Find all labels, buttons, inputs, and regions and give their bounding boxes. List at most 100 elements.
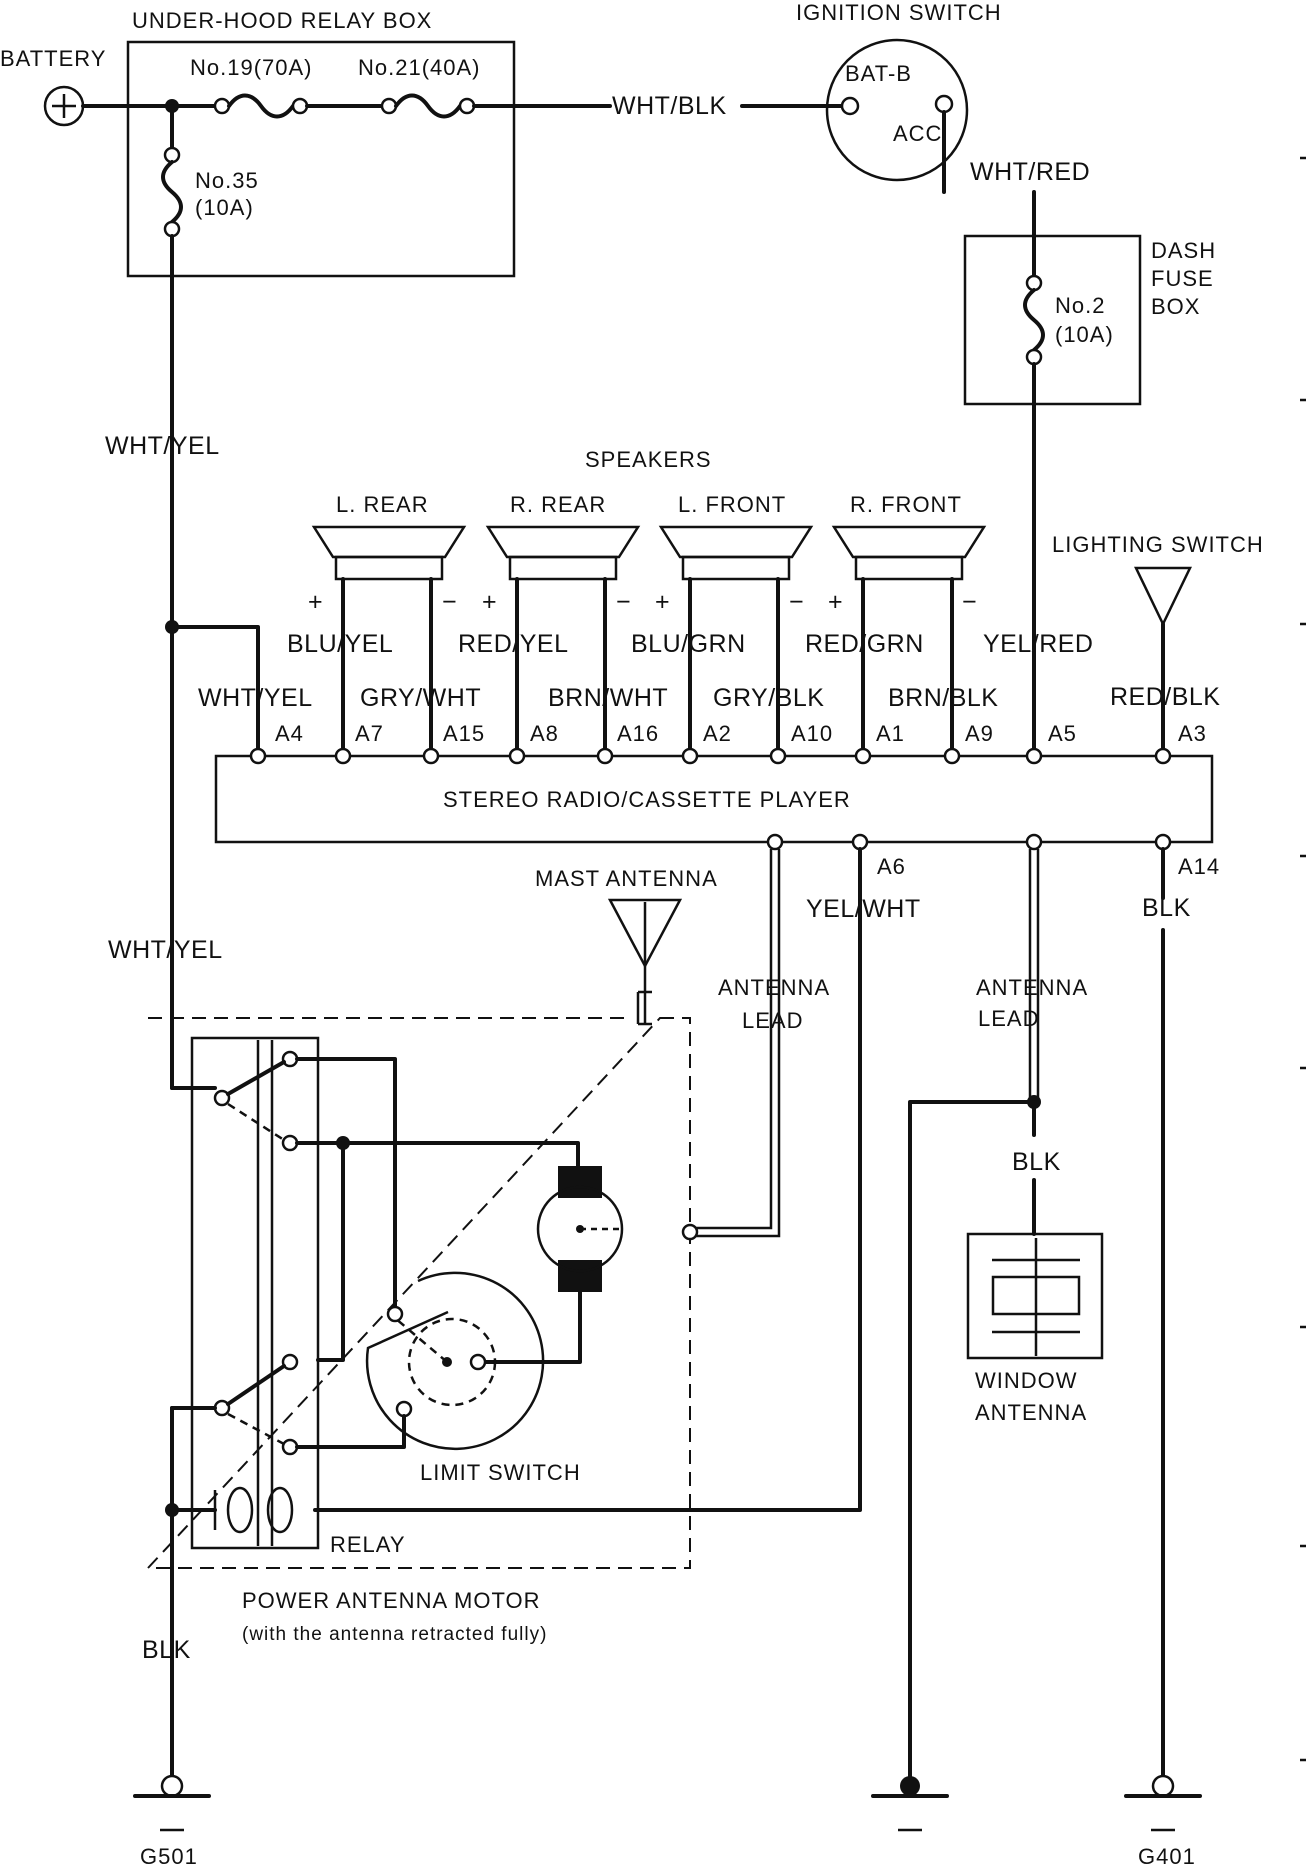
- svg-text:A7: A7: [355, 721, 384, 746]
- speaker-l-front-label: L. FRONT: [678, 492, 786, 517]
- under-hood-relay-box: UNDER-HOOD RELAY BOX No.19(70A) No.21(40…: [126, 8, 516, 278]
- fuse-21-icon: [394, 93, 462, 119]
- svg-text:A9: A9: [965, 721, 994, 746]
- wire-gry-wht-label: GRY/WHT: [360, 684, 481, 712]
- lighting-switch-label: LIGHTING SWITCH: [1052, 532, 1264, 557]
- wire-wht-yel-a4-label: WHT/YEL: [198, 684, 313, 712]
- wire-blu-yel-label: BLU/YEL: [287, 630, 393, 658]
- svg-text:A2: A2: [703, 721, 732, 746]
- fuse-35-rating: (10A): [195, 195, 254, 220]
- g501-ground-wire: BLK: [142, 1406, 191, 1780]
- ignition-bat-label: BAT-B: [845, 61, 912, 86]
- svg-text:−: −: [442, 588, 457, 616]
- acc-feed-wire: WHT/RED YEL/RED: [942, 110, 1093, 750]
- speaker-r-rear: R. REAR + −: [482, 492, 641, 616]
- motor-title: POWER ANTENNA MOTOR: [242, 1588, 541, 1613]
- ignition-switch-title: IGNITION SWITCH: [796, 0, 1002, 25]
- speaker-l-rear-label: L. REAR: [336, 492, 429, 517]
- wht-yel-wire: WHT/YEL WHT/YEL: [105, 234, 260, 1090]
- wire-blk-g501-label: BLK: [142, 1636, 191, 1664]
- svg-text:A6: A6: [877, 854, 906, 879]
- relay-label: RELAY: [330, 1532, 406, 1557]
- fuse-2-icon: [1023, 288, 1045, 352]
- speakers-title: SPEAKERS: [585, 447, 712, 472]
- wire-blk-a14-label: BLK: [1142, 894, 1191, 922]
- lighting-switch-icon: [1134, 566, 1192, 627]
- speaker-l-rear: L. REAR + −: [308, 492, 467, 616]
- window-antenna-label-2: ANTENNA: [975, 1400, 1087, 1425]
- fuse-35-icon: [161, 160, 183, 224]
- wire-wht-red-label: WHT/RED: [970, 158, 1090, 186]
- fuse-2-rating: (10A): [1055, 322, 1114, 347]
- wire-wht-blk-label: WHT/BLK: [612, 92, 727, 120]
- wire-gry-blk-label: GRY/BLK: [713, 684, 824, 712]
- svg-text:A4: A4: [275, 721, 304, 746]
- svg-text:A5: A5: [1048, 721, 1077, 746]
- ground-g501: G501: [133, 1774, 211, 1866]
- wire-wht-yel-label-lower: WHT/YEL: [108, 936, 223, 964]
- fuse-35: [161, 104, 183, 238]
- antenna-motor-icon: [484, 1166, 699, 1364]
- svg-text:−: −: [962, 588, 977, 616]
- a14-ground-wire: BLK: [1142, 847, 1191, 1780]
- relay-switch-lower: [170, 1353, 406, 1456]
- svg-text:+: +: [828, 588, 843, 616]
- wire-brn-blk-label: BRN/BLK: [888, 684, 998, 712]
- speaker-r-rear-label: R. REAR: [510, 492, 606, 517]
- antenna-lead-label-1: ANTENNA: [718, 975, 830, 1000]
- ground-g401-label: G401: [1138, 1844, 1196, 1866]
- wire-red-yel-label: RED/YEL: [458, 630, 568, 658]
- fuse-19-label: No.19(70A): [190, 55, 313, 80]
- svg-text:A16: A16: [617, 721, 659, 746]
- speaker-r-front: R. FRONT + −: [828, 492, 987, 616]
- dash-fuse-label-3: BOX: [1151, 294, 1200, 319]
- svg-text:A14: A14: [1178, 854, 1220, 879]
- motor-note: (with the antenna retracted fully): [242, 1624, 547, 1645]
- fuse-19-icon: [227, 93, 295, 119]
- svg-text:−: −: [616, 588, 631, 616]
- lighting-switch: LIGHTING SWITCH RED/BLK: [1052, 532, 1264, 750]
- antenna-lead-2-label-1: ANTENNA: [976, 975, 1088, 1000]
- relay-body: [190, 1036, 320, 1550]
- svg-text:+: +: [308, 588, 323, 616]
- antenna-lead-label-2: LEAD: [742, 1008, 803, 1033]
- svg-text:−: −: [789, 588, 804, 616]
- relay-switch-upper: [213, 1050, 580, 1362]
- wire-blk-window-label: BLK: [1012, 1148, 1061, 1176]
- limit-switch: LIMIT SWITCH: [365, 1271, 581, 1485]
- antenna-lead-wire: ANTENNA LEAD: [690, 849, 830, 1238]
- radio-title: STEREO RADIO/CASSETTE PLAYER: [443, 787, 851, 812]
- svg-text:A10: A10: [791, 721, 833, 746]
- mast-antenna-label: MAST ANTENNA: [535, 866, 718, 891]
- window-antenna-label-1: WINDOW: [975, 1368, 1078, 1393]
- dash-fuse-label-2: FUSE: [1151, 266, 1214, 291]
- edge-ticks: [1300, 156, 1306, 1762]
- window-antenna: WINDOW ANTENNA: [966, 1232, 1104, 1425]
- wire-wht-yel-label-upper: WHT/YEL: [105, 432, 220, 460]
- wire-blu-grn-label: BLU/GRN: [631, 630, 746, 658]
- svg-text:+: +: [482, 588, 497, 616]
- svg-text:A3: A3: [1178, 721, 1207, 746]
- mast-antenna-icon: [607, 898, 683, 969]
- mast-antenna: MAST ANTENNA: [535, 866, 718, 1026]
- wire-red-grn-label: RED/GRN: [805, 630, 924, 658]
- battery-feed-wire: WHT/BLK: [81, 92, 860, 120]
- antenna-lead-2-label-2: LEAD: [978, 1006, 1039, 1031]
- dash-fuse-label-1: DASH: [1151, 238, 1216, 263]
- ignition-switch: IGNITION SWITCH BAT-B ACC: [796, 0, 1002, 182]
- fuse-2-label: No.2: [1055, 293, 1105, 318]
- ground-g401: G401: [1124, 1774, 1202, 1866]
- ground-g501-label: G501: [140, 1844, 198, 1866]
- yel-wht-wire: YEL/WHT: [313, 847, 921, 1512]
- stereo-radio: STEREO RADIO/CASSETTE PLAYER A4 A7 A15 A…: [214, 721, 1220, 879]
- fuse-35-label: No.35: [195, 168, 259, 193]
- ground-window: [871, 1776, 949, 1832]
- fuse-21-label: No.21(40A): [358, 55, 481, 80]
- dash-fuse-box: DASH FUSE BOX No.2 (10A): [963, 234, 1216, 406]
- speaker-r-front-label: R. FRONT: [850, 492, 962, 517]
- battery: BATTERY: [0, 46, 105, 127]
- ignition-acc-label: ACC: [893, 121, 942, 146]
- limit-switch-label: LIMIT SWITCH: [420, 1460, 581, 1485]
- wire-yel-wht-label: YEL/WHT: [806, 895, 921, 923]
